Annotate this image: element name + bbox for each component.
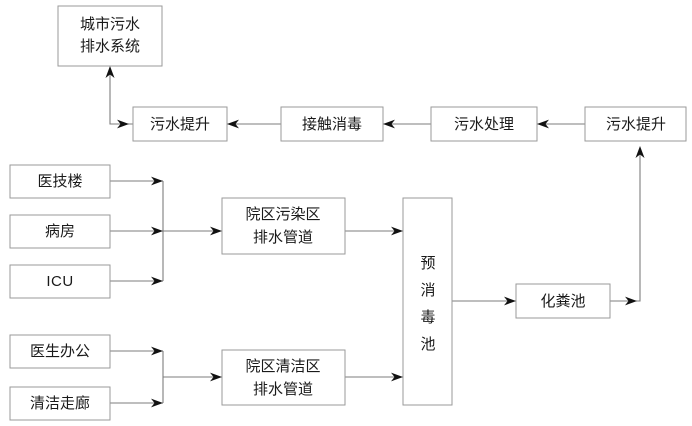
node-clean-pipe-label-line1: 院区清洁区 (245, 357, 320, 375)
edge-septic-tank-to-lift-right (610, 146, 645, 306)
node-clean-pipe[interactable]: 院区清洁区 排水管道 (221, 349, 346, 406)
node-pre-disinfect-tank-char-3: 池 (420, 336, 435, 353)
node-lift-left[interactable]: 污水提升 (132, 106, 228, 142)
edge-lift-right-to-sewage-treatment (537, 119, 585, 129)
node-lift-right-label: 污水提升 (606, 116, 666, 133)
node-sewage-treatment[interactable]: 污水处理 (430, 106, 538, 142)
node-contaminated-pipe-label-line2: 排水管道 (253, 229, 313, 246)
node-city-sewer[interactable]: 城市污水 排水系统 (57, 5, 163, 67)
edge-clean-pipe-to-pre-disinfect-tank (345, 372, 403, 382)
node-contaminated-pipe-label-line1: 院区污染区 (245, 205, 320, 223)
node-contact-disinfect-label: 接触消毒 (302, 116, 362, 133)
edge-pre-disinfect-tank-to-septic-tank (452, 296, 516, 306)
node-septic-tank[interactable]: 化粪池 (515, 283, 611, 319)
node-icu[interactable]: ICU (9, 264, 111, 299)
node-doctor-office[interactable]: 医生办公 (9, 334, 111, 369)
node-doctor-office-label: 医生办公 (30, 343, 90, 360)
node-septic-tank-label: 化粪池 (540, 293, 585, 310)
edge-group-clean-inputs (110, 346, 222, 408)
node-medical-tech[interactable]: 医技楼 (9, 164, 111, 199)
edge-contact-disinfect-to-lift-left (227, 119, 281, 129)
edge-lift-left-to-city-sewer (105, 66, 133, 129)
node-medical-tech-label: 医技楼 (37, 173, 82, 190)
node-city-sewer-label-line1: 城市污水 (80, 16, 140, 33)
node-contact-disinfect[interactable]: 接触消毒 (280, 106, 384, 142)
node-pre-disinfect-tank-char-2: 毒 (420, 309, 435, 326)
node-sewage-treatment-label: 污水处理 (454, 116, 514, 133)
node-contaminated-pipe[interactable]: 院区污染区 排水管道 (221, 197, 346, 255)
node-ward[interactable]: 病房 (9, 214, 111, 249)
node-lift-left-label: 污水提升 (150, 116, 210, 133)
node-clean-pipe-label-line2: 排水管道 (253, 381, 313, 398)
edge-sewage-treatment-to-contact-disinfect (383, 119, 431, 129)
node-pre-disinfect-tank-char-1: 消 (420, 282, 435, 299)
node-icu-label: ICU (46, 273, 73, 290)
edge-group-contaminated-inputs (110, 176, 222, 286)
node-ward-label: 病房 (45, 223, 75, 240)
node-lift-right[interactable]: 污水提升 (584, 106, 687, 142)
node-city-sewer-label-line2: 排水系统 (80, 38, 140, 55)
node-pre-disinfect-tank[interactable]: 预 消 毒 池 (402, 197, 453, 406)
node-pre-disinfect-tank-char-0: 预 (420, 255, 435, 272)
node-clean-corridor[interactable]: 清洁走廊 (9, 386, 111, 421)
node-clean-corridor-label: 清洁走廊 (30, 395, 90, 412)
edge-contaminated-pipe-to-pre-disinfect-tank (345, 226, 403, 236)
